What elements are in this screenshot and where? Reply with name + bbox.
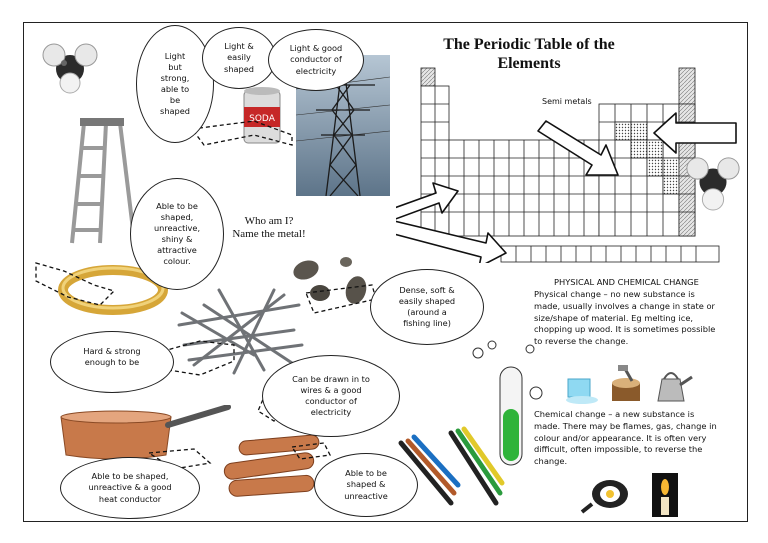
bubble-pipes: Able to be shaped & unreactive <box>314 453 418 517</box>
bubble-line: colour. <box>163 256 191 267</box>
bubble-line: Able to be shaped, <box>91 471 169 482</box>
bubble-line: fishing line) <box>403 318 451 329</box>
test-tube-image <box>472 340 543 466</box>
text-line: colour and/or appearance. It is often ve… <box>534 432 707 443</box>
text-line: made. There may be flames, gas, change i… <box>534 420 717 431</box>
bubble-ladder: Light but strong, able to be shaped <box>136 25 214 143</box>
bubble-line: heat conductor <box>98 493 162 504</box>
methane-molecule-icon <box>686 157 740 211</box>
bubble-line: shaped <box>224 63 254 74</box>
text-line: made, usually involves a change in state… <box>534 300 715 311</box>
melting-ice-icon <box>566 378 598 404</box>
bubble-line: shiny & <box>161 234 193 244</box>
bubble-line: shaped <box>160 106 190 117</box>
frying-egg-icon <box>580 480 628 514</box>
bubble-line: Light & <box>224 41 254 52</box>
bubble-line: conductor of <box>290 54 342 65</box>
bubble-line: Light & good <box>289 43 343 54</box>
bubble-line: unreactive & a good <box>88 482 172 493</box>
bubble-line: wires & a good <box>300 384 362 395</box>
copper-pipes-image <box>223 434 320 497</box>
bubble-line: easily shaped <box>398 295 456 306</box>
bubble-line: Hard & strong <box>83 346 141 356</box>
bubble-line: unreactive, <box>153 222 201 233</box>
bubble-wires: Can be drawn in to wires & a good conduc… <box>262 355 400 437</box>
candle-icon <box>652 473 678 517</box>
bubble-line: unreactive <box>344 490 388 501</box>
soda-can-image: SODA <box>243 87 281 144</box>
bubble-line: (around a <box>407 307 447 317</box>
bubble-line: be <box>169 95 181 106</box>
ladder-image <box>70 118 136 244</box>
page-title: The Periodic Table of the Elements <box>404 35 654 73</box>
bubble-sinkers: Dense, soft & easily shaped (around a fi… <box>370 269 484 345</box>
text-line: Chemical change – a new substance is <box>534 409 695 419</box>
chopping-wood-icon <box>612 365 640 401</box>
copper-pan-image <box>60 405 231 460</box>
bubble-line: attractive <box>157 245 197 256</box>
bubble-line: shaped, <box>160 211 194 222</box>
bubble-line: electricity <box>310 407 352 418</box>
chemical-change-text: Chemical change – a new substance is mad… <box>534 409 744 468</box>
electrical-cables-image <box>398 426 505 506</box>
change-heading: PHYSICAL AND CHEMICAL CHANGE <box>554 277 699 287</box>
who-am-i-line-2: Name the metal! <box>232 228 306 241</box>
text-line: chopping up wood. It is sometimes possib… <box>534 324 716 335</box>
bubble-soda-can: Light & easily shaped <box>202 27 276 89</box>
worksheet-page: The Periodic Table of the Elements <box>23 22 748 522</box>
bubble-pan: Able to be shaped, unreactive & a good h… <box>60 457 200 519</box>
kettle-icon <box>657 372 693 402</box>
bubble-line: Light <box>164 50 186 61</box>
periodic-table-drawing <box>396 67 737 263</box>
bubble-line: Able to be <box>345 468 387 479</box>
physical-change-text: Physical change – no new substance is ma… <box>534 289 744 348</box>
title-line-2: Elements <box>497 55 561 73</box>
bubble-nails: Hard & strong enough to be <box>50 331 174 393</box>
bubble-line: enough to be <box>84 357 140 368</box>
bubble-line: Dense, soft & <box>399 284 455 295</box>
text-line: Physical change – no new substance is <box>534 289 695 299</box>
text-line: to reverse the change. <box>534 336 629 347</box>
bubble-ring: Able to be shaped, unreactive, shiny & a… <box>130 178 224 290</box>
bubble-line: easily <box>227 52 251 63</box>
bubble-line: conductor of <box>305 396 357 406</box>
title-line-1: The Periodic Table of the <box>443 36 615 53</box>
bubble-line: strong, <box>160 72 190 83</box>
bubble-line: Able to be <box>156 200 198 211</box>
bubble-line: Can be drawn in to <box>292 373 370 384</box>
who-am-i-prompt: Who am I? Name the metal! <box>224 215 314 241</box>
bubble-line: shaped & <box>346 479 386 490</box>
text-line: size/shape of material. Eg melting ice, <box>534 312 694 323</box>
bubble-line: electricity <box>295 65 337 76</box>
semi-metals-label: Semi metals <box>542 97 592 106</box>
methane-molecule-icon <box>42 43 98 94</box>
bubble-line: able to <box>160 84 190 94</box>
bubble-line: but <box>168 61 182 72</box>
lead-sinkers-image <box>293 257 367 304</box>
bubble-pylon: Light & good conductor of electricity <box>268 29 364 91</box>
nails-image <box>177 288 304 375</box>
soda-can-label: SODA <box>249 114 276 124</box>
gold-ring-image <box>58 265 168 315</box>
who-am-i-line-1: Who am I? <box>244 215 294 227</box>
text-line: change. <box>534 456 568 467</box>
text-line: difficult, often impossible, to reverse … <box>534 444 703 455</box>
